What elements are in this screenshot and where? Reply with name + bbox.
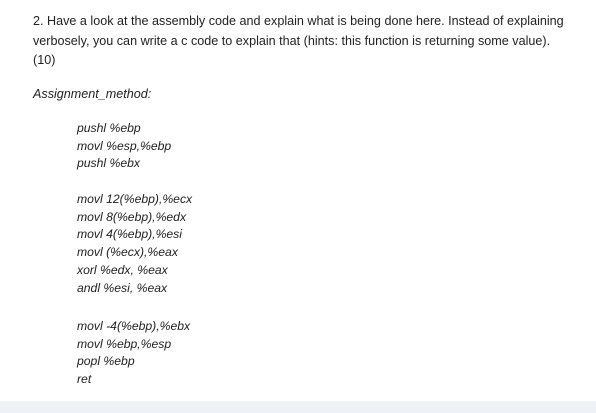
code-line: xorl %edx, %eax (77, 262, 168, 277)
code-line: popl %ebp (77, 354, 135, 369)
code-line: movl 12(%ebp),%ecx (77, 192, 193, 206)
code-line: movl -4(%ebp),%ebx (77, 319, 191, 333)
question-line: (10) (33, 53, 56, 67)
code-line: movl 8(%ebp),%edx (77, 209, 187, 224)
code-line: movl 4(%ebp),%esi (77, 227, 182, 242)
code-block-body: movl 12(%ebp),%ecx movl 8(%ebp),%edx mov… (77, 191, 192, 297)
question-line: 2. Have a look at the assembly code and … (33, 14, 564, 28)
code-line: pushl %ebx (77, 156, 141, 171)
document-page: 2. Have a look at the assembly code and … (33, 12, 589, 389)
code-line: movl (%ecx),%eax (77, 245, 178, 260)
code-line: ret (77, 372, 92, 387)
bottom-band (0, 401, 596, 413)
method-label: Assignment_method: (33, 87, 152, 101)
code-line: movl %esp,%ebp (77, 138, 172, 153)
code-line: pushl %ebp (77, 121, 141, 135)
code-block-prologue: pushl %ebp movl %esp,%ebp pushl %ebx (77, 120, 171, 173)
code-line: andl %esi, %eax (77, 280, 168, 295)
question-text: 2. Have a look at the assembly code and … (33, 12, 589, 71)
code-line: movl %ebp,%esp (77, 336, 172, 351)
code-block-epilogue: movl -4(%ebp),%ebx movl %ebp,%esp popl %… (77, 318, 190, 389)
question-line: verbosely, you can write a c code to exp… (33, 33, 551, 48)
